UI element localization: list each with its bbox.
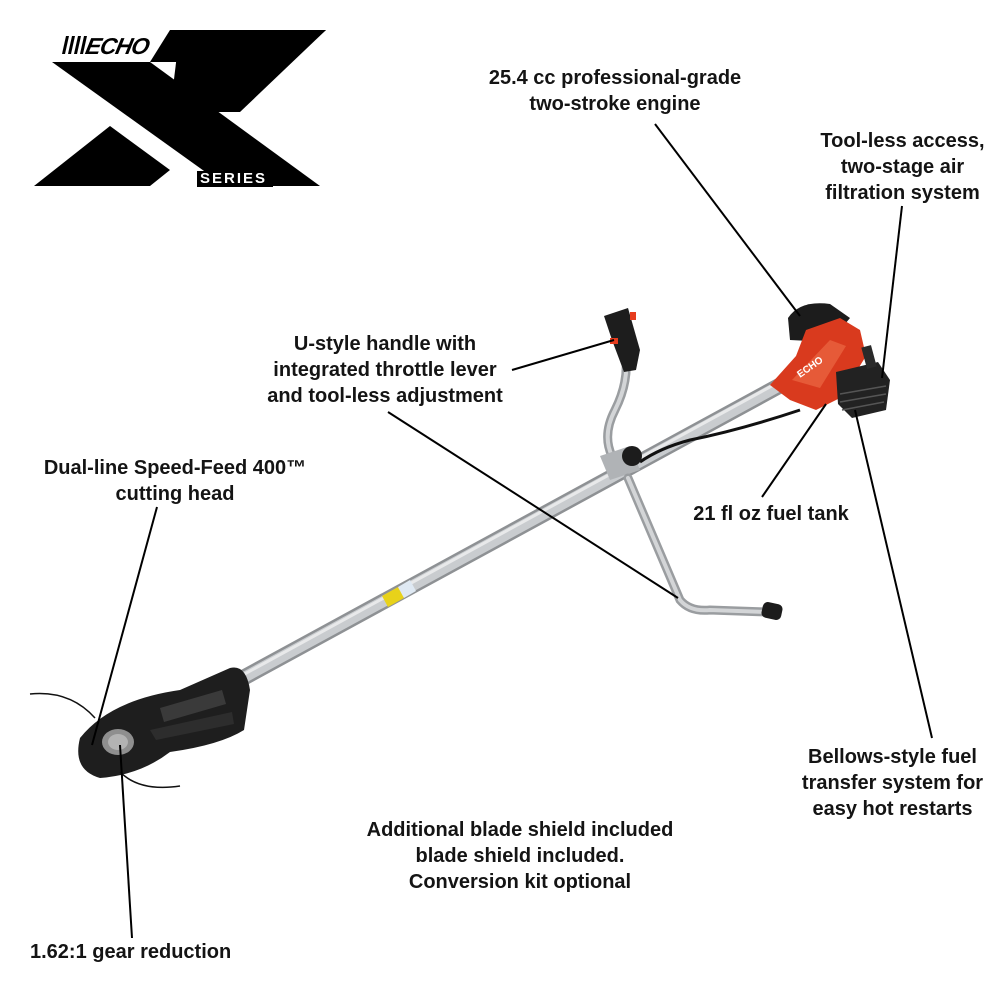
callout-cutting-head-line-1: Dual-line Speed-Feed 400™ bbox=[43, 457, 307, 479]
shaft-decal bbox=[382, 587, 404, 607]
callout-blade-shield-line-1: Additional blade shield included bbox=[366, 819, 674, 841]
cutting-head bbox=[29, 692, 181, 789]
callout-line-bellows bbox=[854, 409, 933, 739]
throttle-grip bbox=[604, 308, 640, 372]
series-text: SERIES bbox=[197, 171, 274, 187]
callout-blade-shield-line-2: blade shield included. bbox=[415, 845, 625, 867]
blade-shield bbox=[78, 667, 250, 778]
u-handle bbox=[600, 308, 783, 620]
callout-line-throttle bbox=[511, 339, 615, 371]
callout-line-handle bbox=[387, 411, 679, 599]
callout-line-engine bbox=[654, 123, 801, 317]
callout-air-filter-line-1: Tool-less access, bbox=[820, 130, 985, 152]
callout-engine-line-1: 25.4 cc professional-grade bbox=[488, 67, 742, 89]
callout-fuel-tank: 21 fl oz fuel tank bbox=[676, 501, 866, 527]
callout-blade-shield-line-3: Conversion kit optional bbox=[408, 871, 632, 893]
callout-handle-line-2: integrated throttle lever bbox=[273, 359, 497, 381]
callout-cutting-head: Dual-line Speed-Feed 400™ cutting head bbox=[20, 455, 330, 507]
handle-adjust-knob-icon bbox=[622, 446, 642, 466]
callout-line-cutting-head bbox=[91, 506, 158, 746]
callout-handle-line-1: U-style handle with bbox=[293, 333, 477, 355]
callout-bellows-line-1: Bellows-style fuel bbox=[808, 746, 977, 768]
callout-bellows: Bellows-style fuel transfer system for e… bbox=[785, 744, 1000, 822]
callout-handle: U-style handle with integrated throttle … bbox=[240, 331, 530, 409]
callout-gear: 1.62:1 gear reduction bbox=[30, 939, 255, 965]
callout-blade-shield: Additional blade shield included blade s… bbox=[345, 817, 695, 895]
callout-lines bbox=[91, 123, 933, 939]
callout-bellows-line-3: easy hot restarts bbox=[812, 798, 973, 820]
callout-air-filter-line-2: two-stage air bbox=[840, 156, 965, 178]
callout-fuel-tank-line-1: 21 fl oz fuel tank bbox=[693, 503, 849, 525]
echo-brand-text: ECHO bbox=[83, 33, 152, 59]
callout-gear-line-1: 1.62:1 gear reduction bbox=[30, 941, 232, 963]
callout-air-filter-line-3: filtration system bbox=[825, 182, 980, 204]
callout-engine-line-2: two-stroke engine bbox=[529, 93, 701, 115]
callout-line-gear bbox=[119, 744, 133, 939]
callout-line-fuel-tank bbox=[761, 403, 827, 498]
engine: ECHO bbox=[639, 303, 890, 464]
callout-engine: 25.4 cc professional-grade two-stroke en… bbox=[470, 65, 760, 117]
callout-bellows-line-2: transfer system for bbox=[801, 772, 984, 794]
echo-x-series-logo bbox=[34, 30, 326, 186]
callout-air-filter: Tool-less access, two-stage air filtrati… bbox=[805, 128, 1000, 206]
callout-cutting-head-line-2: cutting head bbox=[115, 483, 235, 505]
callout-handle-line-3: and tool-less adjustment bbox=[267, 385, 503, 407]
callout-line-air-filter bbox=[881, 205, 903, 379]
